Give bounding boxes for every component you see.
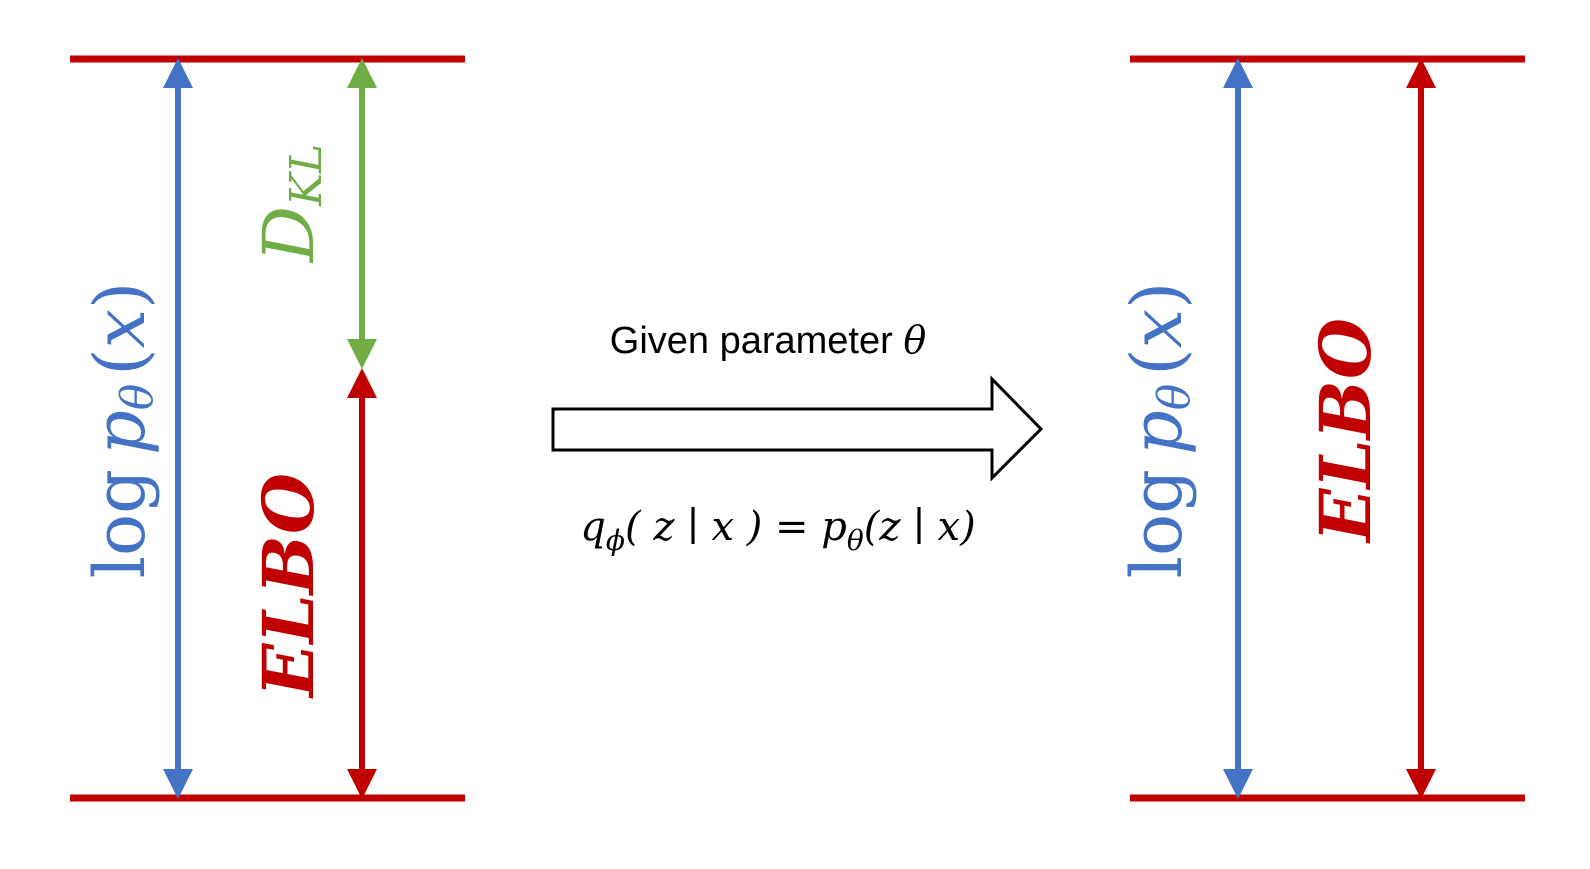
left-log-likelihood-label: logpθ(x) [79,282,163,579]
transition-arrow [551,375,1044,482]
middle-caption: Given parameter θ [610,318,927,362]
middle-equation: qϕ( z ∣ x ) = pθ(z ∣ x) [580,504,975,557]
right-elbo-label: ELBO [1304,318,1387,544]
left-panel: logpθ(x) DKL ELBO [70,55,465,802]
middle-transition: Given parameter θ qϕ( z ∣ x ) = pθ(z ∣ x… [551,318,1044,557]
right-log-likelihood-label: logpθ(x) [1116,282,1200,579]
left-elbo-label: ELBO [247,473,330,699]
right-panel: logpθ(x) ELBO [1116,55,1525,802]
left-kl-label: DKL [248,144,332,264]
